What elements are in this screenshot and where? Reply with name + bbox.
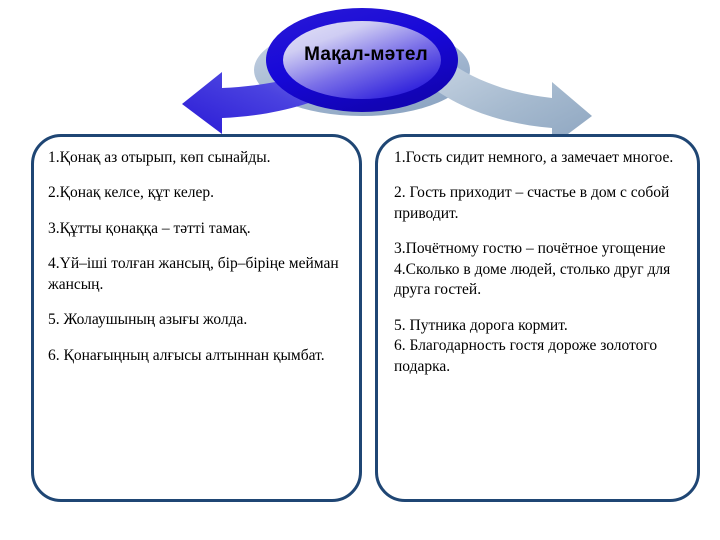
list-item: 1.Гость сидит немного, а замечает многое…	[394, 149, 674, 166]
list-item: 6. Благодарность гостя дороже золотого п…	[394, 337, 658, 375]
russian-proverbs-box: 1.Гость сидит немного, а замечает многое…	[375, 134, 700, 502]
title-ellipse	[266, 8, 458, 112]
list-item: 4.Үй–іші толған жансың, бір–біріңе мейма…	[48, 255, 339, 293]
kazakh-proverbs-box: 1.Қонақ аз отырып, көп сынайды. 2.Қонақ …	[31, 134, 362, 502]
list-item: 2.Қонақ келсе, құт келер.	[48, 184, 214, 202]
list-item: 5. Жолаушының азығы жолда.	[48, 311, 248, 329]
list-item: 5. Путника дорога кормит.	[394, 316, 568, 334]
list-item: 3.Құтты қонаққа – тәтті тамақ.	[48, 219, 251, 237]
header-graphic: Мақал-мәтел	[0, 0, 720, 134]
right-curved-arrow	[430, 64, 592, 134]
list-item: 3.Почётному гостю – почётное угощение	[394, 240, 666, 258]
list-item: 2. Гость приходит – счастье в дом с собо…	[394, 184, 670, 222]
list-item: 4.Сколько в доме людей, столько друг для…	[394, 260, 671, 299]
list-item: 1.Қонақ аз отырып, көп сынайды.	[48, 149, 271, 166]
title-label: Мақал-мәтел	[304, 44, 428, 65]
list-item: 6. Қонағыңның алғысы алтыннан қымбат.	[48, 346, 325, 364]
